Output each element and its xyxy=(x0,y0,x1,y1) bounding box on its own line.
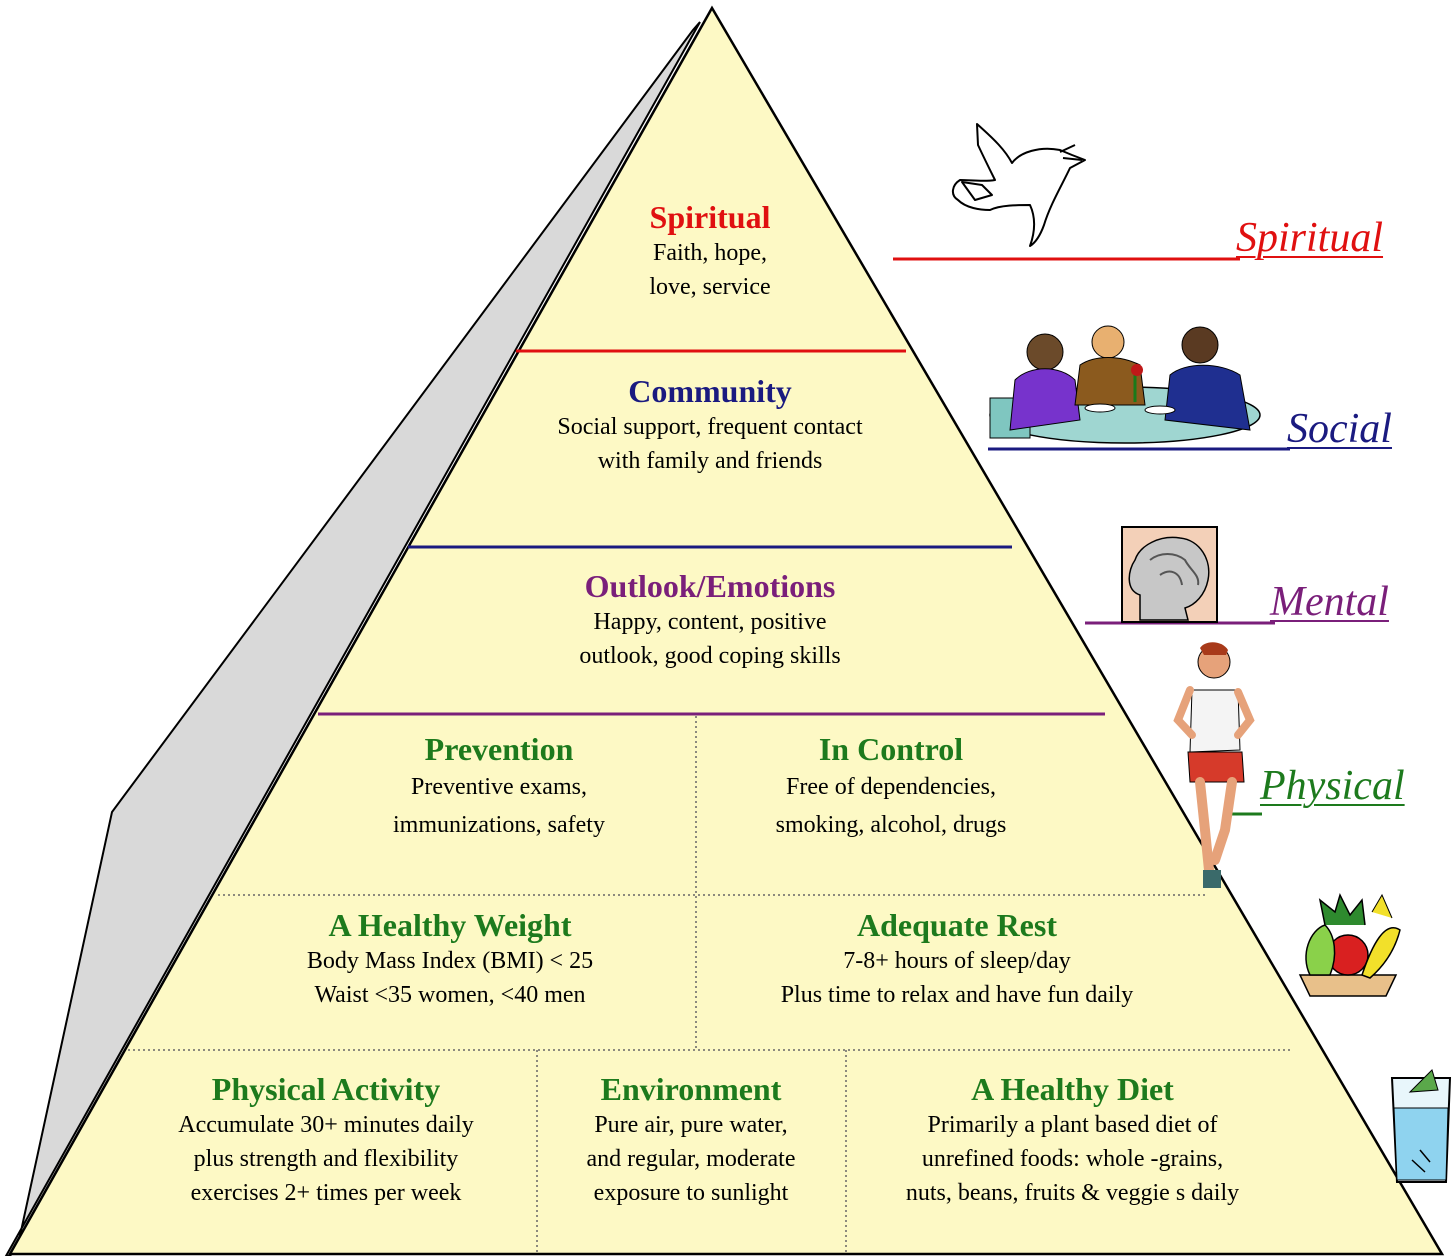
healthy-weight-block: A Healthy Weight Body Mass Index (BMI) <… xyxy=(225,906,675,1012)
outlook-title: Outlook/Emotions xyxy=(584,568,836,604)
physical-activity-line-1: Accumulate 30+ minutes daily xyxy=(178,1112,474,1138)
head-brain-icon xyxy=(1121,526,1218,623)
people-dining-icon xyxy=(989,325,1261,444)
prevention-block: Prevention Preventive exams, immunizatio… xyxy=(320,730,678,844)
side-label-mental: Mental xyxy=(1270,579,1389,625)
healthy-weight-line-2: Waist <35 women, <40 men xyxy=(314,982,586,1008)
adequate-rest-line-2: Plus time to relax and have fun daily xyxy=(780,982,1134,1008)
spiritual-title: Spiritual xyxy=(649,199,771,235)
environment-line-3: exposure to sunlight xyxy=(593,1180,789,1206)
pyramid-front-face xyxy=(7,5,1445,1256)
healthy-weight-title: A Healthy Weight xyxy=(328,907,572,943)
healthy-diet-line-2: unrefined foods: whole -grains, xyxy=(921,1146,1224,1172)
healthy-diet-title: A Healthy Diet xyxy=(971,1071,1174,1107)
spiritual-line-2: love, service xyxy=(649,274,771,300)
physical-activity-line-2: plus strength and flexibility xyxy=(193,1146,459,1172)
outlook-line-2: outlook, good coping skills xyxy=(579,643,841,669)
environment-block: Environment Pure air, pure water, and re… xyxy=(540,1070,842,1210)
adequate-rest-title: Adequate Rest xyxy=(857,907,1057,943)
spiritual-block: Spiritual Faith, hope, love, service xyxy=(560,198,860,304)
side-label-spiritual: Spiritual xyxy=(1236,215,1384,261)
environment-line-1: Pure air, pure water, xyxy=(594,1112,788,1138)
prevention-title: Prevention xyxy=(424,731,574,767)
healthy-weight-line-1: Body Mass Index (BMI) < 25 xyxy=(306,948,594,974)
community-block: Community Social support, frequent conta… xyxy=(460,372,960,478)
physical-activity-title: Physical Activity xyxy=(211,1071,441,1107)
healthy-diet-block: A Healthy Diet Primarily a plant based d… xyxy=(850,1070,1295,1210)
environment-line-2: and regular, moderate xyxy=(586,1146,796,1172)
runner-icon xyxy=(1173,642,1255,888)
dove-icon xyxy=(952,123,1086,247)
in-control-title: In Control xyxy=(818,731,964,767)
prevention-line-2: immunizations, safety xyxy=(393,812,605,838)
in-control-line-2: smoking, alcohol, drugs xyxy=(775,812,1007,838)
outlook-line-1: Happy, content, positive xyxy=(593,609,827,635)
prevention-line-1: Preventive exams, xyxy=(411,774,587,800)
in-control-block: In Control Free of dependencies, smoking… xyxy=(712,730,1070,844)
outlook-block: Outlook/Emotions Happy, content, positiv… xyxy=(460,567,960,673)
adequate-rest-block: Adequate Rest 7-8+ hours of sleep/day Pl… xyxy=(712,906,1202,1012)
physical-activity-line-3: exercises 2+ times per week xyxy=(190,1180,462,1206)
side-label-social: Social xyxy=(1287,406,1392,452)
side-label-physical: Physical xyxy=(1260,763,1405,809)
spiritual-line-1: Faith, hope, xyxy=(653,240,767,266)
community-line-1: Social support, frequent contact xyxy=(557,414,863,440)
physical-activity-block: Physical Activity Accumulate 30+ minutes… xyxy=(126,1070,526,1210)
water-glass-icon xyxy=(1390,1069,1452,1183)
fruit-bowl-icon xyxy=(1298,892,1401,997)
adequate-rest-line-1: 7-8+ hours of sleep/day xyxy=(843,948,1071,974)
community-line-2: with family and friends xyxy=(597,448,823,474)
healthy-diet-line-1: Primarily a plant based diet of xyxy=(927,1112,1218,1138)
community-title: Community xyxy=(628,373,792,409)
environment-title: Environment xyxy=(600,1071,782,1107)
healthy-diet-line-3: nuts, beans, fruits & veggie s daily xyxy=(905,1180,1240,1206)
in-control-line-1: Free of dependencies, xyxy=(786,774,996,800)
